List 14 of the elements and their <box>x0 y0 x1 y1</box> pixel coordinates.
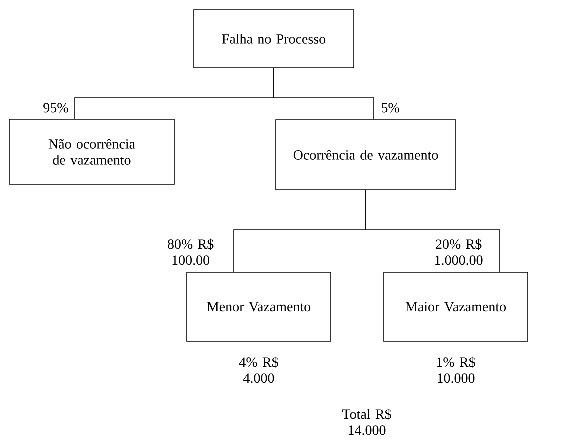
edge-label: 5% <box>382 103 400 113</box>
edge-label: 80% R$ 100.00 <box>168 238 214 266</box>
total-label: Total R$ 14.000 <box>342 408 392 436</box>
connector-line <box>274 68 374 120</box>
process-box: Falha no Processo <box>194 10 354 68</box>
beside-label: 4% R$ 4.000 <box>239 356 278 384</box>
process-box: Ocorrência de vazamento <box>276 120 456 190</box>
process-box: Não ocorrência de vazamento <box>9 119 175 185</box>
connector-line <box>366 190 500 272</box>
process-box: Menor Vazamento <box>186 272 332 342</box>
beside-label: 1% R$ 10.000 <box>437 356 476 384</box>
edge-label: 20% R$ 1.000.00 <box>436 238 483 266</box>
edge-label: 95% <box>44 103 68 113</box>
process-box: Maior Vazamento <box>384 272 528 342</box>
